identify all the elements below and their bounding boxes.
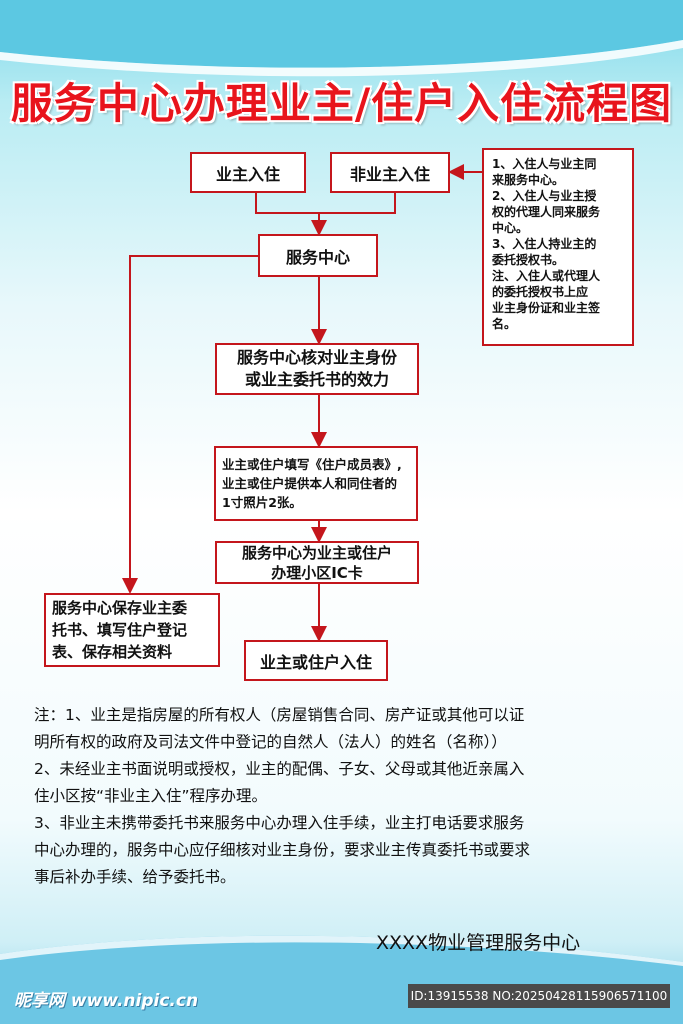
note-line: 业主身份证和业主签 (492, 301, 601, 315)
note-paragraph-line: 住小区按“非业主入住”程序办理。 (34, 787, 268, 805)
final-checkin-box: 业主或住户入住 (244, 640, 388, 681)
note-paragraph-line: 2、未经业主书面说明或授权，业主的配偶、子女、父母或其他近亲属入 (34, 760, 525, 778)
note-line: 委托授权书。 (492, 253, 565, 267)
note-paragraph-line: 3、非业主未携带委托书来服务中心办理入住手续，业主打电话要求服务 (34, 814, 525, 832)
service-center-box: 服务中心 (258, 234, 378, 277)
fill-form-line: 业主或住户填写《住户成员表》, (222, 457, 402, 472)
notes-section: 注：1、业主是指房屋的所有权人（房屋销售合同、房产证或其他可以证 明所有权的政府… (34, 702, 654, 891)
non-owner-checkin-box: 非业主入住 (330, 152, 450, 193)
note-line: 来服务中心。 (492, 173, 565, 187)
keep-docs-line: 托书、填写住户登记 (52, 621, 188, 639)
organization-name: XXXX物业管理服务中心 (376, 932, 581, 954)
owner-checkin-box: 业主入住 (190, 152, 306, 193)
service-center-label: 服务中心 (285, 247, 350, 267)
note-line: 1、入住人与业主同 (492, 157, 597, 171)
note-paragraph-line: 明所有权的政府及司法文件中登记的自然人（法人）的姓名（名称）） (34, 733, 507, 751)
note-line: 名。 (492, 317, 517, 331)
checkin-conditions-note: 1、入住人与业主同 来服务中心。 2、入住人与业主授 权的代理人同来服务 中心。… (482, 148, 634, 346)
note-line: 权的代理人同来服务 (492, 205, 601, 219)
top-wave-decoration (0, 0, 683, 77)
keep-docs-line: 服务中心保存业主委 (52, 599, 188, 617)
owner-checkin-label: 业主入住 (215, 164, 280, 184)
fill-form-box: 业主或住户填写《住户成员表》, 业主或住户提供本人和同住者的 1寸照片2张。 (214, 446, 418, 521)
flow-connectors (122, 164, 482, 642)
verify-line: 或业主委托书的效力 (244, 370, 389, 389)
note-line: 3、入住人持业主的 (492, 237, 597, 251)
note-paragraph-line: 事后补办手续、给予委托书。 (34, 868, 236, 886)
ic-card-line: 办理小区IC卡 (271, 563, 363, 582)
note-line: 的委托授权书上应 (492, 285, 589, 299)
note-line: 注、入住人或代理人 (492, 269, 601, 283)
note-paragraph-line: 注：1、业主是指房屋的所有权人（房屋销售合同、房产证或其他可以证 (34, 706, 525, 724)
page-title: 服务中心办理业主/住户入住流程图 (10, 79, 673, 128)
final-checkin-label: 业主或住户入住 (259, 652, 372, 672)
ic-card-line: 服务中心为业主或住户 (241, 543, 392, 562)
ic-card-box: 服务中心为业主或住户 办理小区IC卡 (215, 541, 419, 584)
non-owner-checkin-label: 非业主入住 (349, 164, 430, 184)
keep-docs-line: 表、保存相关资料 (52, 643, 173, 661)
verify-identity-box: 服务中心核对业主身份 或业主委托书的效力 (215, 343, 419, 395)
keep-documents-box: 服务中心保存业主委 托书、填写住户登记 表、保存相关资料 (44, 593, 220, 667)
fill-form-line: 1寸照片2张。 (222, 495, 302, 510)
note-line: 2、入住人与业主授 (492, 189, 597, 203)
site-watermark: 昵享网 www.nipic.cn (14, 991, 199, 1011)
fill-form-line: 业主或住户提供本人和同住者的 (222, 476, 398, 491)
note-paragraph-line: 中心办理的，服务中心应仔细核对业主身份，要求业主传真委托书或要求 (34, 841, 531, 859)
verify-line: 服务中心核对业主身份 (236, 348, 397, 367)
image-id-bar: ID:13915538 NO:20250428115906571100 (408, 984, 670, 1008)
note-line: 中心。 (492, 221, 529, 235)
